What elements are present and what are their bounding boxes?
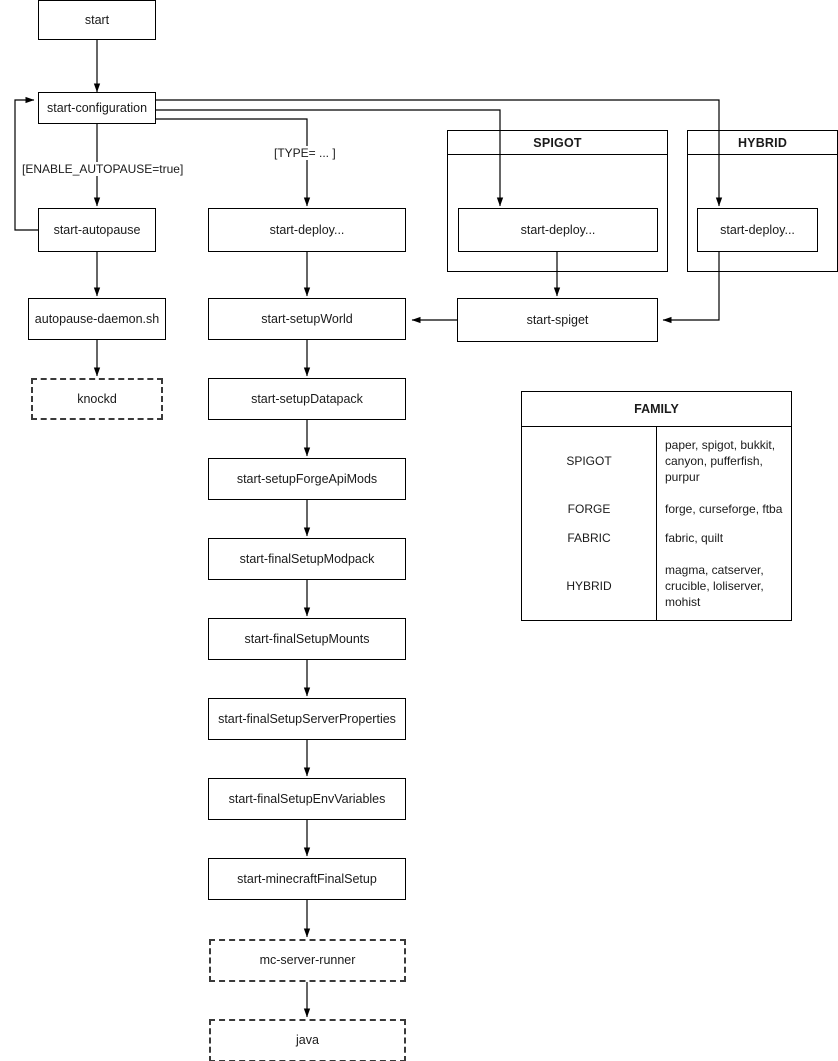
node-knockd-label: knockd	[77, 391, 117, 406]
group-spigot-title: SPIGOT	[448, 131, 667, 155]
table-row: HYBRID magma, catserver, crucible, lolis…	[522, 552, 791, 620]
node-start-finalsetupmodpack[interactable]: start-finalSetupModpack	[208, 538, 406, 580]
node-start-configuration[interactable]: start-configuration	[38, 92, 156, 124]
node-mc-server-runner-label: mc-server-runner	[259, 953, 356, 967]
family-legend-values-2: fabric, quilt	[665, 530, 724, 545]
node-start-setupworld[interactable]: start-setupWorld	[208, 298, 406, 340]
family-legend-header: FAMILY	[522, 392, 791, 427]
family-legend-values-0: paper, spigot, bukkit, canyon, pufferfis…	[665, 437, 776, 484]
edge-label-enable-autopause: [ENABLE_AUTOPAUSE=true]	[20, 162, 186, 176]
node-start-label: start	[84, 12, 110, 27]
node-mc-server-runner[interactable]: mc-server-runner	[209, 939, 406, 982]
family-legend-family-1: FORGE	[522, 494, 657, 524]
node-start-deploy-spigot-label: start-deploy...	[520, 222, 596, 237]
node-start-finalsetupserverproperties-label: start-finalSetupServerProperties	[218, 711, 396, 726]
node-start-deploy-hybrid-label: start-deploy...	[720, 222, 795, 237]
node-start-spiget-label: start-spiget	[526, 312, 589, 327]
node-start-autopause-label: start-autopause	[53, 222, 141, 237]
family-legend-family-2: FABRIC	[522, 523, 657, 553]
node-start[interactable]: start	[38, 0, 156, 40]
node-start-finalsetupmounts[interactable]: start-finalSetupMounts	[208, 618, 406, 660]
node-start-minecraftfinalsetup[interactable]: start-minecraftFinalSetup	[208, 858, 406, 900]
table-row: SPIGOT paper, spigot, bukkit, canyon, pu…	[522, 426, 791, 495]
node-start-setupdatapack-label: start-setupDatapack	[251, 391, 363, 406]
node-start-deploy-main[interactable]: start-deploy...	[208, 208, 406, 252]
node-java-label: java	[296, 1033, 319, 1047]
node-start-deploy-spigot[interactable]: start-deploy...	[458, 208, 658, 252]
node-start-setupforgeapimods[interactable]: start-setupForgeApiMods	[208, 458, 406, 500]
node-start-autopause[interactable]: start-autopause	[38, 208, 156, 252]
node-start-setupdatapack[interactable]: start-setupDatapack	[208, 378, 406, 420]
table-row: FABRIC fabric, quilt	[522, 523, 791, 553]
node-start-deploy-hybrid[interactable]: start-deploy...	[697, 208, 818, 252]
node-start-finalsetupmodpack-label: start-finalSetupModpack	[239, 551, 375, 566]
family-legend-values-1: forge, curseforge, ftba	[665, 502, 783, 516]
node-start-finalsetupserverproperties[interactable]: start-finalSetupServerProperties	[208, 698, 406, 740]
node-start-finalsetupmounts-label: start-finalSetupMounts	[244, 631, 370, 646]
node-start-minecraftfinalsetup-label: start-minecraftFinalSetup	[237, 871, 377, 886]
group-hybrid-title: HYBRID	[688, 131, 837, 155]
node-start-setupworld-label: start-setupWorld	[261, 311, 353, 326]
node-start-finalsetupenvvariables[interactable]: start-finalSetupEnvVariables	[208, 778, 406, 820]
node-autopause-daemon[interactable]: autopause-daemon.sh	[28, 298, 166, 340]
node-start-finalsetupenvvariables-label: start-finalSetupEnvVariables	[228, 791, 386, 806]
family-legend-family-0: SPIGOT	[522, 426, 657, 495]
family-legend: FAMILY SPIGOT paper, spigot, bukkit, can…	[521, 391, 792, 621]
node-knockd[interactable]: knockd	[31, 378, 163, 420]
group-spigot: SPIGOT	[447, 130, 668, 272]
family-legend-table: FAMILY SPIGOT paper, spigot, bukkit, can…	[522, 392, 791, 620]
family-legend-header-row: FAMILY	[522, 392, 791, 427]
table-row: FORGE forge, curseforge, ftba	[522, 494, 791, 524]
node-start-configuration-label: start-configuration	[46, 100, 148, 115]
edge-label-type: [TYPE= ... ]	[272, 146, 338, 160]
node-start-setupforgeapimods-label: start-setupForgeApiMods	[236, 471, 378, 486]
node-start-deploy-main-label: start-deploy...	[269, 222, 345, 237]
node-java[interactable]: java	[209, 1019, 406, 1061]
node-start-spiget[interactable]: start-spiget	[457, 298, 658, 342]
family-legend-values-3: magma, catserver, crucible, loliserver, …	[665, 562, 764, 610]
family-legend-family-3: HYBRID	[522, 552, 657, 620]
node-autopause-daemon-label: autopause-daemon.sh	[34, 311, 160, 326]
